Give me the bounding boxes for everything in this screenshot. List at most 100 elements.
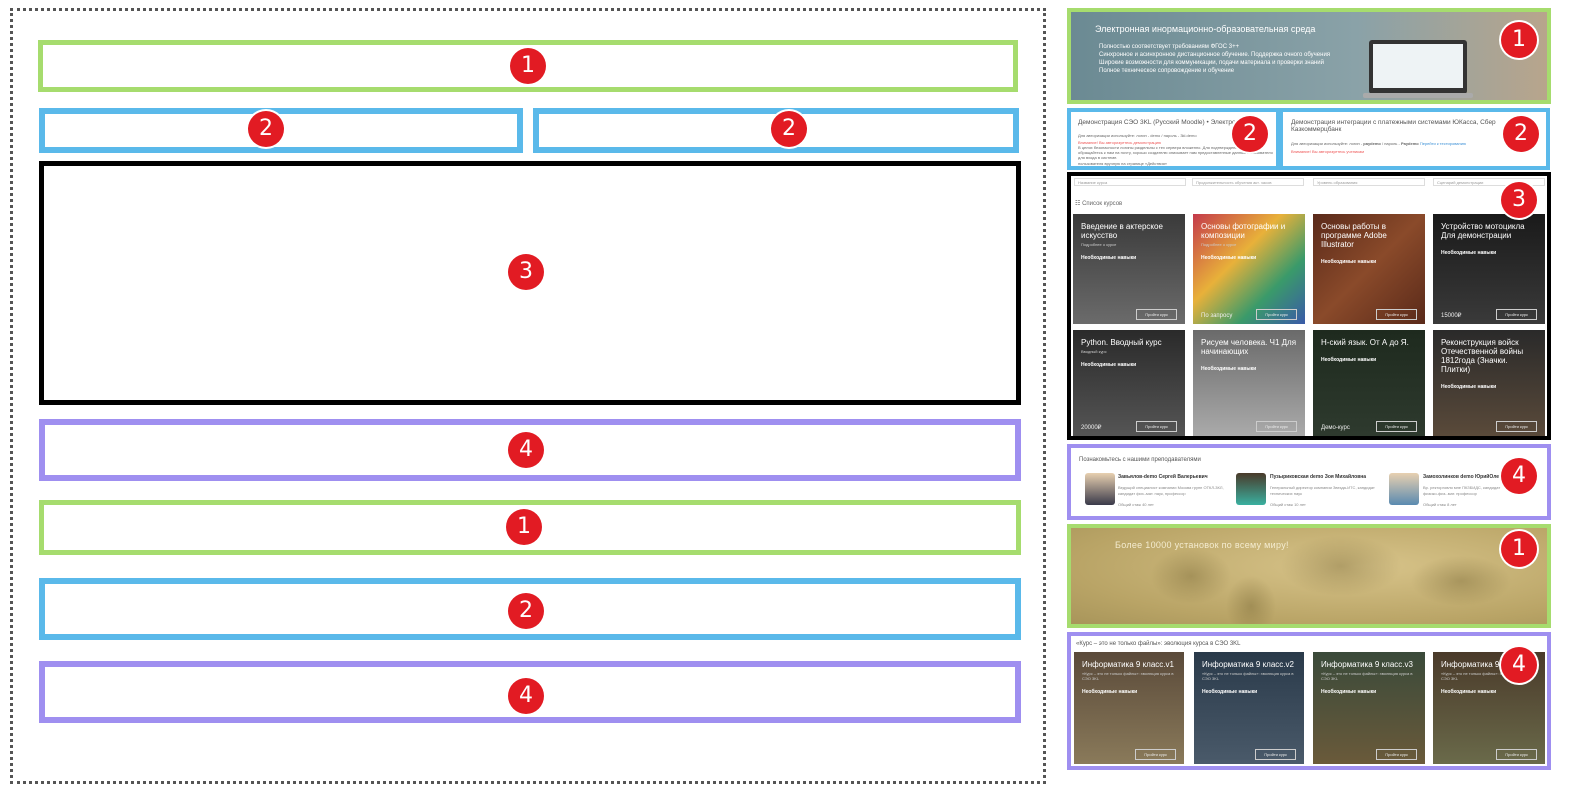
- filter-scenario[interactable]: Сценарий демонстрации: [1433, 178, 1545, 186]
- evolution-card-sub: «Курс – это не только файлы»: эволюция к…: [1321, 671, 1413, 681]
- teacher-stage: Общий стаж 8 лет: [1423, 502, 1457, 507]
- marker-3: 3: [1501, 182, 1537, 218]
- banner-title: Электронная инормационно-образовательная…: [1095, 24, 1316, 34]
- course-price: Демо-курс: [1321, 425, 1350, 431]
- evolution-card-button[interactable]: Пройти курс: [1376, 749, 1417, 760]
- evolution-card-title: Информатика 9 класс.v2: [1202, 660, 1294, 669]
- marker-2: 2: [771, 111, 807, 147]
- course-card[interactable]: Устройство мотоцикла Для демонстрации Не…: [1433, 214, 1545, 324]
- demo-right-line1a: Для авторизации используйте: логин -: [1291, 141, 1363, 146]
- teacher-desc: Генеральный директор компании Звезда-ИТС…: [1270, 485, 1375, 496]
- marker-4: 4: [1501, 647, 1537, 683]
- evolution-card-button[interactable]: Пройти курс: [1496, 749, 1537, 760]
- course-skills: Необходимые навыки: [1081, 255, 1137, 261]
- banner-bullet: Полностью соответствует требованиям ФГОС…: [1099, 44, 1240, 50]
- courses-title: ☷ Список курсов: [1075, 200, 1122, 207]
- course-card[interactable]: Введение в актерское искусство Подробнее…: [1073, 214, 1185, 324]
- course-card[interactable]: Основы фотографии и композиции Подробнее…: [1193, 214, 1305, 324]
- marker-4: 4: [1501, 458, 1537, 494]
- evolution-card-sub: «Курс – это не только файлы»: эволюция к…: [1441, 671, 1533, 681]
- evolution-card[interactable]: Информатика 9 класс.v3 «Курс – это не то…: [1313, 652, 1425, 764]
- marker-1: 1: [510, 48, 546, 84]
- shot-map: Более 10000 установок по всему миру!: [1067, 524, 1551, 628]
- map-title: Более 10000 установок по всему миру!: [1115, 540, 1289, 550]
- marker-3: 3: [508, 254, 544, 290]
- world-map-image: [1111, 536, 1531, 624]
- demo-right-line1b: / пароль -: [1381, 141, 1400, 146]
- course-card[interactable]: Реконструкция войск Отечественной войны …: [1433, 330, 1545, 436]
- course-skills: Необходимые навыки: [1321, 259, 1377, 265]
- teacher-name: Замохолинков demo ЮрийОлег: [1423, 474, 1502, 480]
- demo-left-title: Демонстрация СЭО 3KL (Русский Moodle) • …: [1078, 119, 1252, 126]
- banner-bullet: Широкие возможности для коммуникации, по…: [1099, 60, 1324, 66]
- teacher-avatar: [1389, 473, 1419, 505]
- course-button[interactable]: Пройти курс: [1496, 421, 1537, 432]
- demo-left-line2: В целях безопасности логины раздельны с …: [1078, 145, 1273, 160]
- marker-2: 2: [1232, 116, 1268, 152]
- laptop-image: [1363, 40, 1473, 98]
- course-button[interactable]: Пройти курс: [1136, 309, 1177, 320]
- course-title: Введение в актерское искусство: [1081, 222, 1163, 240]
- evolution-card[interactable]: Информатика 9 класс.v2 «Курс – это не то…: [1194, 652, 1304, 764]
- marker-4: 4: [508, 678, 544, 714]
- demo-right-warn: Внимание! Вы авторизуетесь ученикам: [1291, 149, 1364, 154]
- course-card[interactable]: Основы работы в программе Adobe Illustra…: [1313, 214, 1425, 324]
- evolution-card-sub: «Курс – это не только файлы»: эволюция к…: [1082, 671, 1174, 681]
- teachers-title: Познакомьтесь с нашими преподавателями: [1079, 457, 1201, 463]
- course-title: Основы фотографии и композиции: [1201, 222, 1286, 240]
- course-title: Основы работы в программе Adobe Illustra…: [1321, 222, 1387, 249]
- course-button[interactable]: Пройти курс: [1136, 421, 1177, 432]
- evolution-card-skills: Необходимые навыки: [1321, 689, 1377, 695]
- list-icon: ☷: [1075, 201, 1081, 207]
- course-button[interactable]: Пройти курс: [1256, 309, 1297, 320]
- evolution-card-button[interactable]: Пройти курс: [1135, 749, 1176, 760]
- shot-teachers: Познакомьтесь с нашими преподавателями: [1067, 444, 1551, 520]
- course-skills: Необходимые навыки: [1081, 362, 1137, 368]
- teacher-desc: Ведущий специалист компании Москва групп…: [1118, 485, 1224, 496]
- evolution-card-title: Информатика 9 кл: [1441, 660, 1510, 669]
- course-title: Н-ский язык. От А до Я.: [1321, 338, 1409, 347]
- teacher-name: Завьялов-demo Сергей Валерьевич: [1118, 474, 1208, 480]
- marker-1: 1: [1501, 22, 1537, 58]
- banner-bullets: Полностью соответствует требованиям ФГОС…: [1099, 43, 1330, 75]
- marker-2: 2: [508, 593, 544, 629]
- filter-level[interactable]: Уровень образования: [1313, 178, 1425, 186]
- demo-right-link[interactable]: Перейти к тестированию: [1419, 141, 1466, 146]
- course-skills: Необходимые навыки: [1441, 250, 1497, 256]
- marker-2: 2: [1503, 116, 1539, 152]
- course-button[interactable]: Пройти курс: [1496, 309, 1537, 320]
- demo-left-line3: пользователя вручную на странице «Действ…: [1078, 161, 1167, 166]
- course-title: Реконструкция войск Отечественной войны …: [1441, 338, 1524, 374]
- evolution-card-skills: Необходимые навыки: [1202, 689, 1258, 695]
- teacher-stage: Общий стаж 40 лет: [1118, 502, 1154, 507]
- demo-right-title: Демонстрация интеграции с платежными сис…: [1291, 119, 1496, 133]
- teacher-desc: Вр. ректорговля мне ПКЗБИДС, кандидат фи…: [1423, 485, 1501, 496]
- filter-course-name[interactable]: Название курса: [1074, 178, 1186, 186]
- course-button[interactable]: Пройти курс: [1376, 421, 1417, 432]
- course-card[interactable]: Рисуем человека. Ч1 Для начинающих Необх…: [1193, 330, 1305, 436]
- course-title: Python. Вводный курс: [1081, 338, 1162, 347]
- evolution-card[interactable]: Информатика 9 класс.v1 «Курс – это не то…: [1074, 652, 1184, 764]
- shot-demo-left: Демонстрация СЭО 3KL (Русский Moodle) • …: [1067, 108, 1280, 170]
- marker-1: 1: [506, 509, 542, 545]
- course-skills: Необходимые навыки: [1201, 255, 1257, 261]
- banner-bullet: Полное техническое сопровождение и обуче…: [1099, 68, 1235, 74]
- filter-duration[interactable]: Продолжительность обучения акт. часов: [1192, 178, 1304, 186]
- demo-right-creds: Для авторизации используйте: логин - pay…: [1291, 141, 1466, 146]
- course-card[interactable]: Python. Вводный курс Вводный курс Необхо…: [1073, 330, 1185, 436]
- wire-block-demo-left: [39, 108, 523, 153]
- teacher-name: Пузыриковская demo Зоя Михайловна: [1270, 474, 1367, 480]
- course-button[interactable]: Пройти курс: [1256, 421, 1297, 432]
- courses-title-text: Список курсов: [1082, 201, 1123, 207]
- demo-right-login: paydemo: [1363, 141, 1381, 146]
- evolution-card-button[interactable]: Пройти курс: [1255, 749, 1296, 760]
- course-skills: Необходимые навыки: [1201, 366, 1257, 372]
- shot-banner: Электронная инормационно-образовательная…: [1067, 8, 1551, 104]
- course-card[interactable]: Н-ский язык. От А до Я. Необходимые навы…: [1313, 330, 1425, 436]
- course-skills: Необходимые навыки: [1321, 357, 1377, 363]
- evolution-card-skills: Необходимые навыки: [1441, 689, 1497, 695]
- course-title: Устройство мотоцикла Для демонстрации: [1441, 222, 1525, 240]
- demo-right-password: Paydemo: [1400, 141, 1419, 146]
- course-button[interactable]: Пройти курс: [1376, 309, 1417, 320]
- course-skills: Необходимые навыки: [1441, 384, 1497, 390]
